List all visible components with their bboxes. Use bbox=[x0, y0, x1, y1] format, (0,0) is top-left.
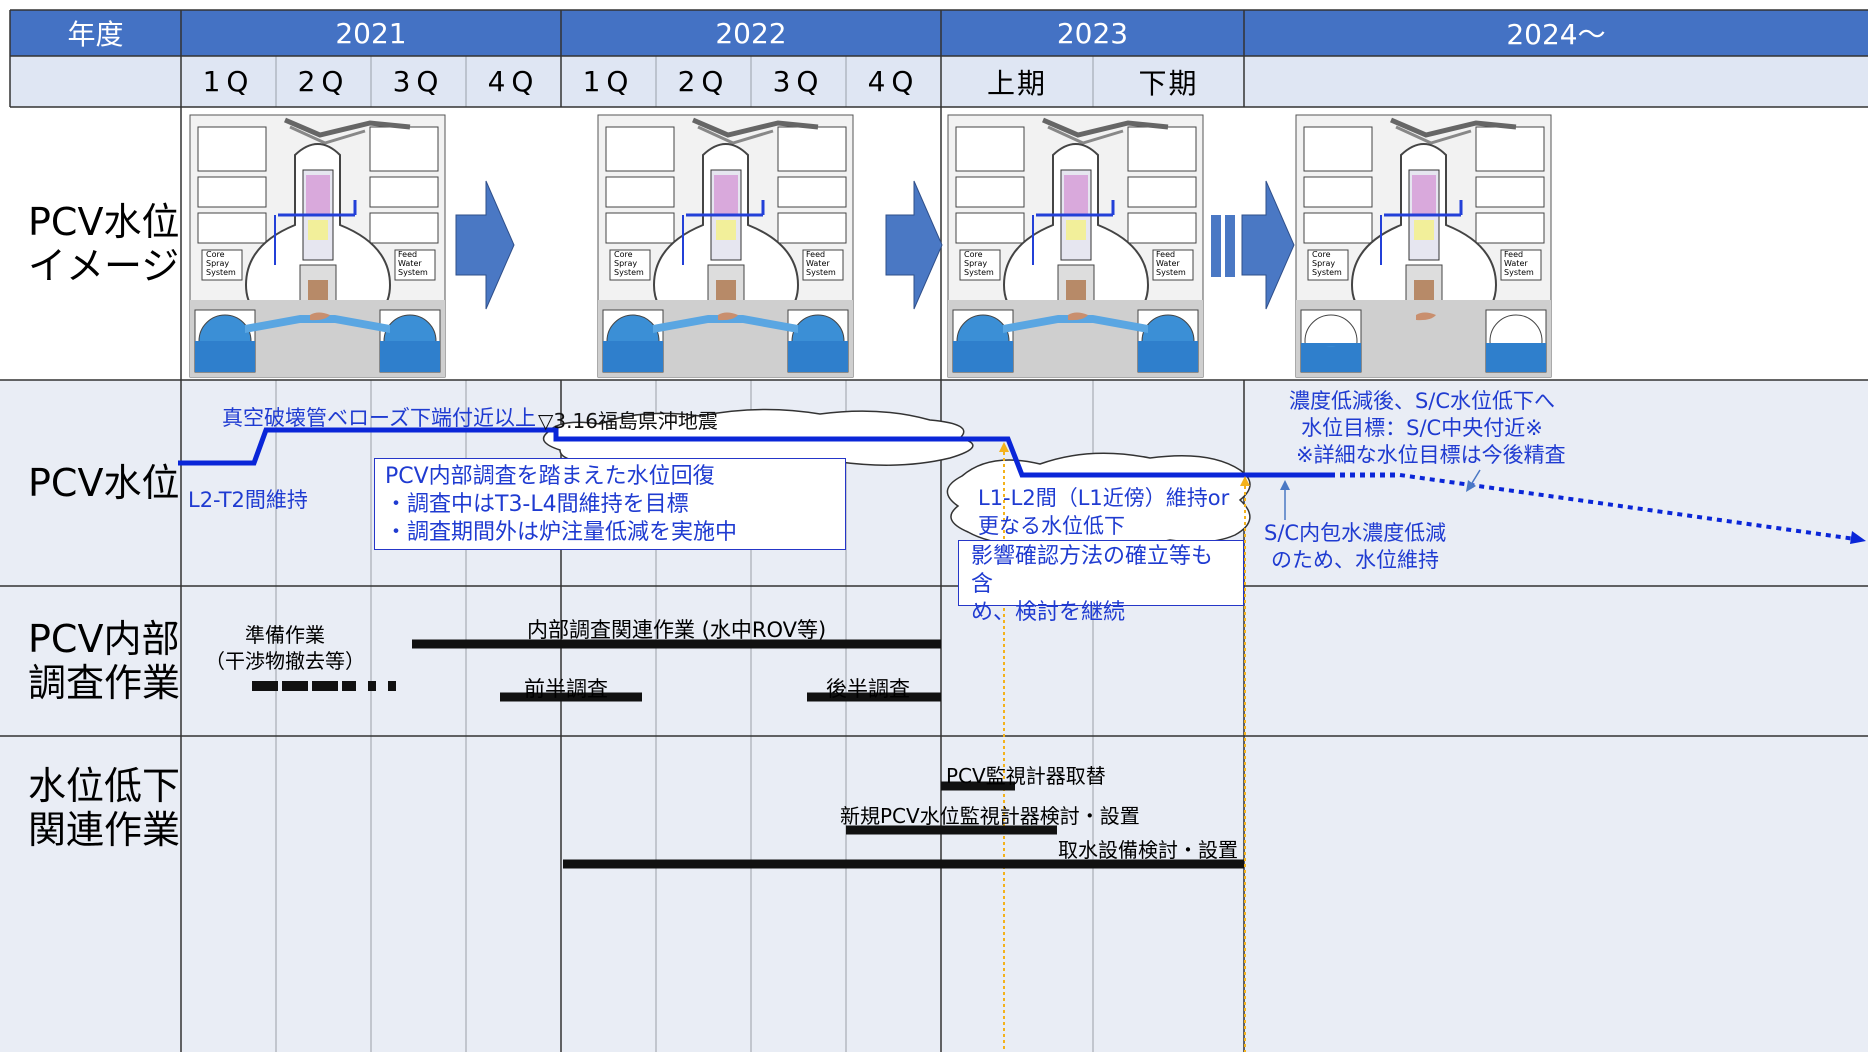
period-label: 4Q bbox=[867, 65, 920, 98]
year-2024-cell: 2024〜 bbox=[1244, 10, 1868, 56]
period-label: 1Q bbox=[202, 65, 255, 98]
after-reduction-note: ※詳細な水位目標は今後精査 bbox=[1296, 443, 1566, 467]
l1-l2-label: L1-L2間（L1近傍）維持or 更なる水位低下 bbox=[978, 484, 1229, 540]
period-label: 3Q bbox=[392, 65, 445, 98]
period-2024 bbox=[1244, 56, 1868, 107]
sc-maintain-label: S/C内包水濃度低減 のため、水位維持 bbox=[1264, 520, 1446, 574]
period-2021-3q: 3Q bbox=[371, 56, 466, 107]
recovery-box-title: PCV内部調査を踏まえた水位回復 bbox=[385, 464, 715, 489]
row-label-investigation: PCV内部 調査作業 bbox=[28, 617, 181, 705]
year-2021: 2021 bbox=[335, 16, 407, 50]
period-label: 3Q bbox=[772, 65, 825, 98]
prep-work-detail: （干渉物撤去等） bbox=[205, 649, 365, 673]
year-2022: 2022 bbox=[715, 16, 787, 50]
reactor-image-2 bbox=[598, 115, 853, 377]
period-2022-2q: 2Q bbox=[656, 56, 751, 107]
feed-water-label: Feed Water System bbox=[806, 250, 836, 277]
level-row-band bbox=[0, 380, 1868, 586]
after-reduction-line: 濃度低減後、S/C水位低下へ bbox=[1288, 389, 1556, 413]
impact-box-line: 影響確認方法の確立等も含 bbox=[971, 544, 1214, 597]
row-label-image: PCV水位 イメージ bbox=[28, 199, 180, 288]
arrow-icon bbox=[455, 180, 515, 310]
core-spray-label: Core Spray System bbox=[964, 250, 994, 277]
period-2022-4q: 4Q bbox=[846, 56, 941, 107]
after-reduction-line: 水位目標：S/C中央付近※ bbox=[1301, 416, 1543, 440]
period-label: 2Q bbox=[297, 65, 350, 98]
reactor-image-3 bbox=[948, 115, 1203, 377]
lowering-row-band bbox=[0, 736, 1868, 1052]
period-label: 4Q bbox=[487, 65, 540, 98]
recovery-box: PCV内部調査を踏まえた水位回復 ・調査中はT3-L4間維持を目標 ・調査期間外… bbox=[374, 458, 846, 550]
feed-water-label: Feed Water System bbox=[398, 250, 428, 277]
prep-work-label: 準備作業 （干渉物撤去等） bbox=[200, 622, 370, 674]
period-label: 1Q bbox=[582, 65, 635, 98]
core-spray-label: Core Spray System bbox=[1312, 250, 1342, 277]
period-label: 下期 bbox=[1138, 66, 1199, 100]
new-monitor-label: 新規PCV水位監視計器検討・設置 bbox=[840, 804, 1140, 828]
impact-box-line: め、検討を継続 bbox=[971, 600, 1126, 625]
row-label-level: PCV水位 bbox=[28, 461, 180, 505]
sc-maintain-line: のため、水位維持 bbox=[1271, 548, 1440, 572]
period-2022-1q: 1Q bbox=[561, 56, 656, 107]
period-2021-2q: 2Q bbox=[276, 56, 371, 107]
feed-water-label: Feed Water System bbox=[1504, 250, 1534, 277]
prep-work-title: 準備作業 bbox=[245, 623, 325, 647]
l2-t2-label: L2-T2間維持 bbox=[188, 488, 308, 512]
year-2023: 2023 bbox=[1056, 16, 1129, 50]
year-label-cell: 年度 bbox=[10, 10, 181, 56]
core-spray-label: Core Spray System bbox=[614, 250, 644, 277]
feed-water-label: Feed Water System bbox=[1156, 250, 1186, 277]
row-label-lowering: 水位低下 関連作業 bbox=[28, 764, 181, 852]
recovery-box-line: ・調査期間外は炉注量低減を実施中 bbox=[385, 520, 738, 545]
recovery-box-line: ・調査中はT3-L4間維持を目標 bbox=[385, 492, 689, 517]
second-half-label: 後半調査 bbox=[826, 677, 910, 701]
period-2023-h2: 下期 bbox=[1093, 56, 1244, 107]
pause-arrow-icon bbox=[1211, 180, 1295, 310]
reactor-image-1 bbox=[190, 115, 445, 377]
core-spray-label: Core Spray System bbox=[206, 250, 236, 277]
year-2024: 2024〜 bbox=[1506, 18, 1606, 51]
water-intake-label: 取水設備検討・設置 bbox=[1058, 838, 1238, 862]
investigation-row-band bbox=[0, 586, 1868, 736]
arrow-icon bbox=[885, 180, 943, 310]
l1-l2-line: 更なる水位低下 bbox=[978, 514, 1125, 538]
year-label: 年度 bbox=[67, 18, 124, 51]
sc-maintain-line: S/C内包水濃度低減 bbox=[1264, 521, 1447, 545]
period-2022-3q: 3Q bbox=[751, 56, 846, 107]
year-2023-cell: 2023 bbox=[941, 10, 1244, 56]
l1-l2-line: L1-L2間（L1近傍）維持or bbox=[978, 486, 1230, 510]
period-label: 上期 bbox=[986, 66, 1047, 100]
reactor-diagrams bbox=[0, 107, 1868, 380]
period-2021-1q: 1Q bbox=[181, 56, 276, 107]
year-2022-cell: 2022 bbox=[561, 10, 941, 56]
monitor-replace-label: PCV監視計器取替 bbox=[946, 764, 1106, 788]
earthquake-label: ▽3.16福島県沖地震 bbox=[538, 409, 718, 433]
impact-box: 影響確認方法の確立等も含 め、検討を継続 bbox=[958, 540, 1244, 625]
related-work-label: 内部調査関連作業 (水中ROV等) bbox=[527, 618, 827, 642]
period-label: 2Q bbox=[677, 65, 730, 98]
period-label-cell bbox=[10, 56, 181, 107]
period-2023-h1: 上期 bbox=[941, 56, 1093, 107]
reactor-image-4 bbox=[1296, 115, 1551, 377]
after-reduction-label: 濃度低減後、S/C水位低下へ 水位目標：S/C中央付近※ ※詳細な水位目標は今後… bbox=[1282, 388, 1868, 469]
level-overlay bbox=[178, 408, 1866, 1052]
first-half-label: 前半調査 bbox=[524, 677, 608, 701]
period-2021-4q: 4Q bbox=[466, 56, 561, 107]
year-2021-cell: 2021 bbox=[181, 10, 561, 56]
vacuum-breaker-label: 真空破壊管ベローズ下端付近以上 bbox=[222, 406, 536, 430]
